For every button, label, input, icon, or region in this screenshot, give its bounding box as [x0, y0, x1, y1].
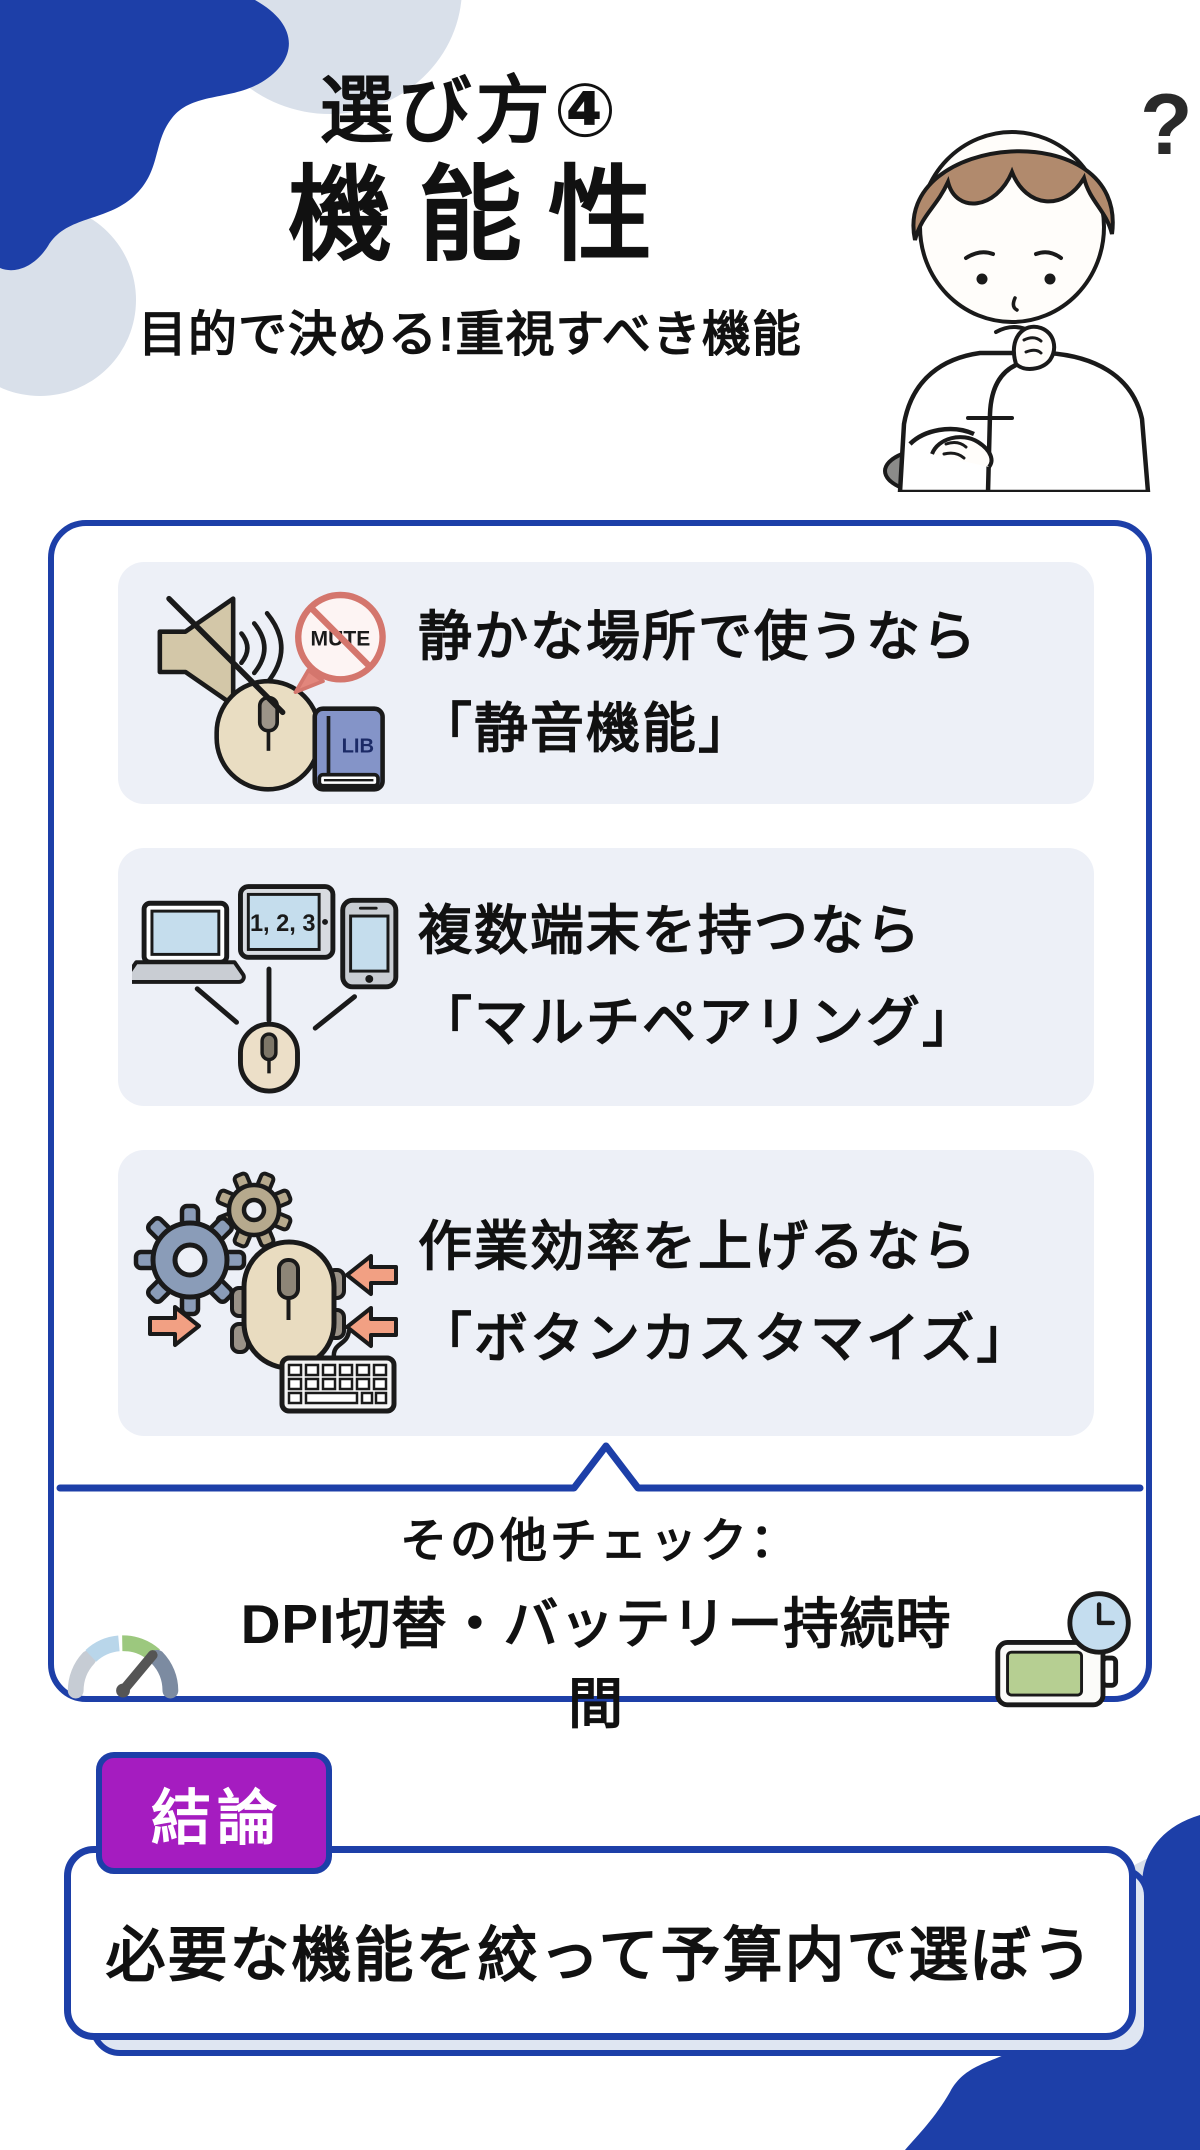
feature-box: MUTE LIB 静かな場所で使うなら 「静音機能」 — [48, 520, 1152, 1735]
other-check-text: DPI切替・バッテリー持続時間 — [240, 1593, 952, 1735]
conclusion-text: 必要な機能を絞って予算内で選ぼう — [105, 1921, 1095, 1989]
feature-line1: 作業効率を上げるなら — [418, 1217, 978, 1277]
speed-gauge-icon — [67, 1635, 179, 1699]
feature-line2: 「マルチペアリング」 — [418, 993, 978, 1053]
button-customize-mouse-icon — [118, 1164, 418, 1422]
page-title-large: 機能性 — [287, 158, 678, 275]
feature-line2: 「ボタンカスタマイズ」 — [418, 1309, 1033, 1369]
feature-text: 静かな場所で使うなら 「静音機能」 — [418, 591, 1094, 775]
feature-card-multipairing: 1, 2, 3 複数端末を持つなら 「マルチペアリング」 — [118, 848, 1094, 1106]
thinking-person-illustration: ? — [883, 77, 1193, 492]
silent-mute-mouse-icon: MUTE LIB — [118, 573, 418, 793]
feature-line1: 複数端末を持つなら — [418, 901, 922, 961]
other-check-section: その他チェック： DPI切替・バッテリー持続時間 — [54, 1502, 1146, 1739]
section-divider — [56, 1442, 1144, 1492]
battery-clock-icon — [995, 1591, 1131, 1708]
corner-blob-top-left — [0, 0, 462, 396]
feature-text: 作業効率を上げるなら 「ボタンカスタマイズ」 — [418, 1201, 1094, 1385]
conclusion-box: 必要な機能を絞って予算内で選ぼう — [64, 1846, 1136, 2040]
question-mark: ? — [1140, 77, 1193, 173]
conclusion-badge: 結論 — [96, 1752, 332, 1874]
tablet-label: 1, 2, 3 — [250, 911, 316, 937]
header: 選び方④ 機能性 目的で決める!重視すべき機能 — [0, 70, 940, 366]
page-subtitle: 目的で決める!重視すべき機能 — [138, 308, 802, 363]
page-title-small: 選び方④ — [319, 69, 621, 152]
feature-card-customize: 作業効率を上げるなら 「ボタンカスタマイズ」 — [118, 1150, 1094, 1436]
other-check-heading: その他チェック： — [400, 1514, 800, 1567]
feature-text: 複数端末を持つなら 「マルチペアリング」 — [418, 885, 1094, 1069]
conclusion-badge-label: 結論 — [151, 1784, 283, 1852]
multi-device-pairing-icon: 1, 2, 3 — [118, 859, 418, 1095]
feature-line1: 静かな場所で使うなら — [418, 607, 978, 667]
feature-card-silent: MUTE LIB 静かな場所で使うなら 「静音機能」 — [118, 562, 1094, 804]
book-label: LIB — [342, 736, 374, 758]
feature-line2: 「静音機能」 — [418, 699, 754, 759]
